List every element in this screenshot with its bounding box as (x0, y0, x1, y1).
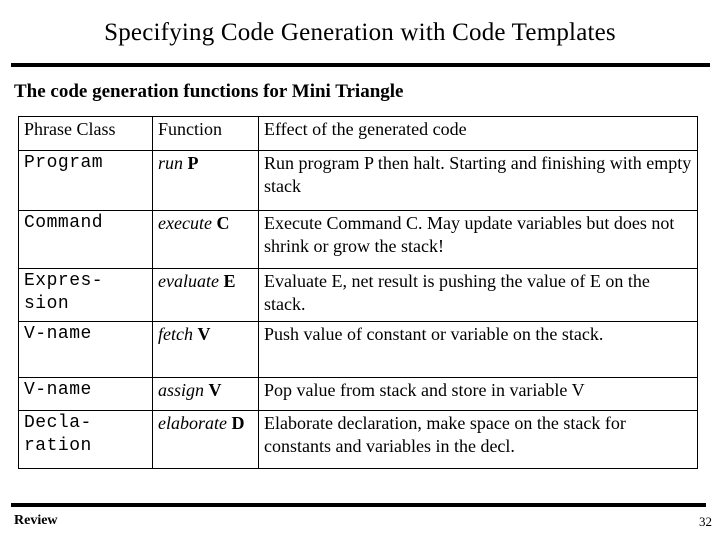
cell-phrase-class: Expres- sion (18, 268, 153, 322)
table-body: Phrase Class Function Effect of the gene… (18, 116, 698, 469)
table-header-row: Phrase Class Function Effect of the gene… (18, 116, 698, 151)
cell-effect: Elaborate declaration, make space on the… (258, 410, 698, 469)
cell-phrase-class: Decla- ration (18, 410, 153, 469)
function-name: fetch (158, 324, 193, 344)
table-row: Decla- ration elaborate D Elaborate decl… (18, 410, 698, 469)
cell-effect: Run program P then halt. Starting and fi… (258, 150, 698, 211)
cell-effect: Execute Command C. May update variables … (258, 210, 698, 269)
cell-function: execute C (152, 210, 259, 269)
cell-function: elaborate D (152, 410, 259, 469)
function-arg: V (208, 380, 222, 400)
cell-effect: Evaluate E, net result is pushing the va… (258, 268, 698, 322)
cell-function: assign V (152, 377, 259, 411)
column-header-effect: Effect of the generated code (258, 116, 698, 151)
cell-function: fetch V (152, 321, 259, 378)
page-title: Specifying Code Generation with Code Tem… (104, 19, 616, 46)
code-generation-functions-table: Phrase Class Function Effect of the gene… (18, 116, 698, 469)
table-row: Command execute C Execute Command C. May… (18, 210, 698, 269)
column-header-function: Function (152, 116, 259, 151)
table-row: Expres- sion evaluate E Evaluate E, net … (18, 268, 698, 322)
function-arg: D (231, 413, 245, 433)
function-name: assign (158, 380, 205, 400)
function-name: run (158, 153, 184, 173)
cell-effect: Push value of constant or variable on th… (258, 321, 698, 378)
function-arg: V (197, 324, 211, 344)
function-arg: C (216, 213, 230, 233)
cell-phrase-class: Program (18, 150, 153, 211)
function-name: evaluate (158, 271, 219, 291)
cell-phrase-class: V-name (18, 377, 153, 411)
table-row: V-name fetch V Push value of constant or… (18, 321, 698, 378)
function-name: elaborate (158, 413, 227, 433)
subtitle: The code generation functions for Mini T… (14, 81, 404, 102)
footer-divider (11, 503, 706, 507)
table-row: V-name assign V Pop value from stack and… (18, 377, 698, 411)
title-divider (11, 63, 710, 67)
table-row: Program run P Run program P then halt. S… (18, 150, 698, 211)
cell-function: run P (152, 150, 259, 211)
footer-label: Review (14, 513, 58, 528)
column-header-phrase-class: Phrase Class (18, 116, 153, 151)
function-name: execute (158, 213, 212, 233)
cell-phrase-class: Command (18, 210, 153, 269)
function-arg: P (187, 153, 199, 173)
function-arg: E (223, 271, 236, 291)
cell-function: evaluate E (152, 268, 259, 322)
page-number: 32 (699, 514, 712, 529)
cell-phrase-class: V-name (18, 321, 153, 378)
cell-effect: Pop value from stack and store in variab… (258, 377, 698, 411)
